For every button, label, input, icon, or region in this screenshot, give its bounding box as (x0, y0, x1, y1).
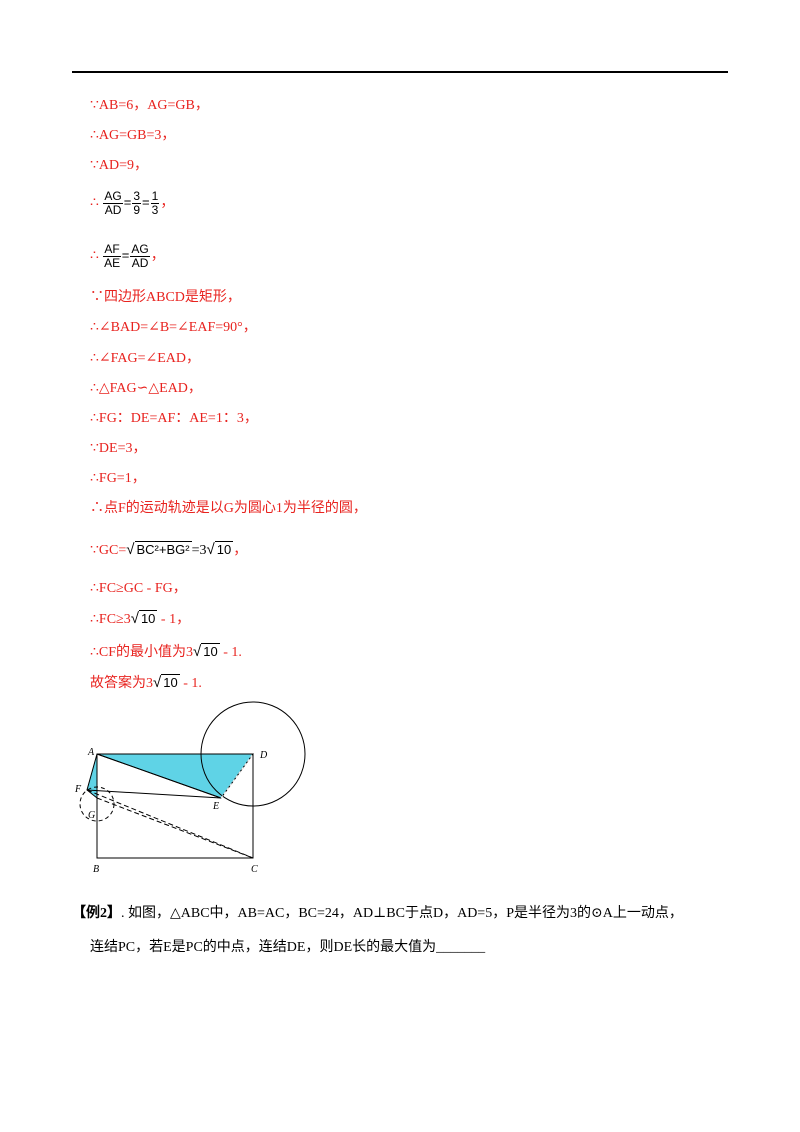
suffix: ， (160, 195, 175, 211)
example-text-1: . 如图，△ABC中，AB=AC，BC=24，AD⊥BC于点D，AD=5，P是半… (121, 906, 683, 921)
radicand: 10 (161, 674, 180, 690)
label-d: D (259, 750, 268, 761)
suffix: ， (233, 543, 248, 558)
radicand: BC²+BG² (134, 541, 192, 557)
solution-line-3: ∵AD=9， (90, 158, 149, 173)
example-text-2: 连结PC，若E是PC的中点，连结DE，则DE长的最大值为 (90, 940, 437, 955)
label-b: B (93, 864, 99, 875)
header-rule (72, 71, 728, 73)
solution-line-13: ∴点F的运动轨迹是以G为圆心1为半径的圆， (90, 501, 367, 516)
radical-sign: √ (153, 674, 162, 691)
segment-fc (86, 789, 254, 859)
segment-ae (96, 753, 222, 799)
numerator: AF (103, 242, 121, 257)
label-g: G (88, 810, 95, 821)
label-e: E (212, 801, 219, 812)
radical-sign: √ (193, 643, 202, 660)
solution-line-9: ∴△FAG∽△EAD， (90, 381, 202, 396)
square-root: √10 (130, 610, 158, 627)
prefix: ∴CF的最小值为3 (90, 645, 194, 660)
square-root: √BC²+BG² (126, 541, 192, 558)
example-tag: 【例2】 (72, 906, 121, 921)
solution-line-14: ∵GC=√BC²+BG²=3√10， (90, 541, 247, 560)
solution-line-1: ∵AB=6，AG=GB， (90, 98, 209, 113)
solution-line-18: 故答案为3√10 - 1. (90, 674, 202, 693)
example-line-1: 【例2】. 如图，△ABC中，AB=AC，BC=24，AD⊥BC于点D，AD=5… (72, 904, 683, 924)
denominator: 3 (151, 203, 159, 217)
solution-line-12: ∴FG=1， (90, 471, 146, 486)
prefix: ∴ (90, 195, 99, 211)
square-root: √10 (153, 674, 180, 691)
segment-fe (86, 789, 222, 799)
square-root: √10 (206, 541, 234, 558)
numerator: 3 (132, 189, 142, 204)
solution-line-10: ∴FG：DE=AF：AE=1：3， (90, 411, 258, 426)
denominator: 9 (133, 203, 141, 217)
suffix: - 1. (179, 676, 202, 691)
label-f: F (74, 784, 82, 795)
radicand: 10 (201, 643, 220, 659)
prefix: 故答案为3 (90, 676, 153, 691)
solution-line-11: ∵DE=3， (90, 441, 147, 456)
suffix: - 1， (157, 612, 191, 627)
solution-line-7: ∴∠BAD=∠B=∠EAF=90°， (90, 320, 257, 335)
solution-line-8: ∴∠FAG=∠EAD， (90, 351, 201, 366)
solution-line-17: ∴CF的最小值为3√10 - 1. (90, 643, 242, 662)
suffix: ， (150, 248, 165, 264)
equals-sign: = (142, 194, 150, 210)
square-root: √10 (193, 643, 220, 660)
circle-g (79, 786, 115, 822)
prefix: ∴FC≥3 (90, 612, 131, 627)
equals-sign: = (123, 194, 132, 210)
triangle-afg (86, 753, 98, 800)
label-a: A (87, 747, 95, 758)
radicand: 10 (138, 610, 158, 626)
triangle-ade (96, 753, 254, 799)
segment-ed (220, 753, 254, 799)
equals-sign: = (121, 247, 130, 263)
segment-gc (96, 797, 254, 859)
denominator: AE (104, 256, 121, 270)
solution-line-2: ∴AG=GB=3， (90, 128, 176, 143)
denominator: AD (131, 256, 149, 270)
solution-line-6: ∵四边形ABCD是矩形， (90, 290, 241, 305)
radical-sign: √ (126, 541, 135, 558)
answer-blank: _______ (436, 940, 486, 955)
numerator: AG (130, 242, 150, 257)
numerator: 1 (150, 189, 160, 204)
radical-sign: √ (206, 541, 215, 558)
suffix: - 1. (219, 645, 242, 660)
solution-line-16: ∴FC≥3√10 - 1， (90, 610, 190, 629)
denominator: AD (104, 203, 122, 217)
middle-text: =3 (191, 543, 207, 558)
prefix: ∴ (90, 248, 99, 264)
example-line-2: 连结PC，若E是PC的中点，连结DE，则DE长的最大值为_______ (90, 938, 485, 958)
solution-line-15: ∴FC≥GC - FG， (90, 581, 187, 596)
label-c: C (251, 864, 258, 875)
geometry-figure: A D F E G B C (74, 701, 306, 875)
circle-d (200, 701, 306, 807)
radical-sign: √ (130, 610, 139, 627)
prefix: ∵GC= (90, 543, 127, 558)
radicand: 10 (214, 541, 234, 557)
numerator: AG (103, 189, 123, 204)
